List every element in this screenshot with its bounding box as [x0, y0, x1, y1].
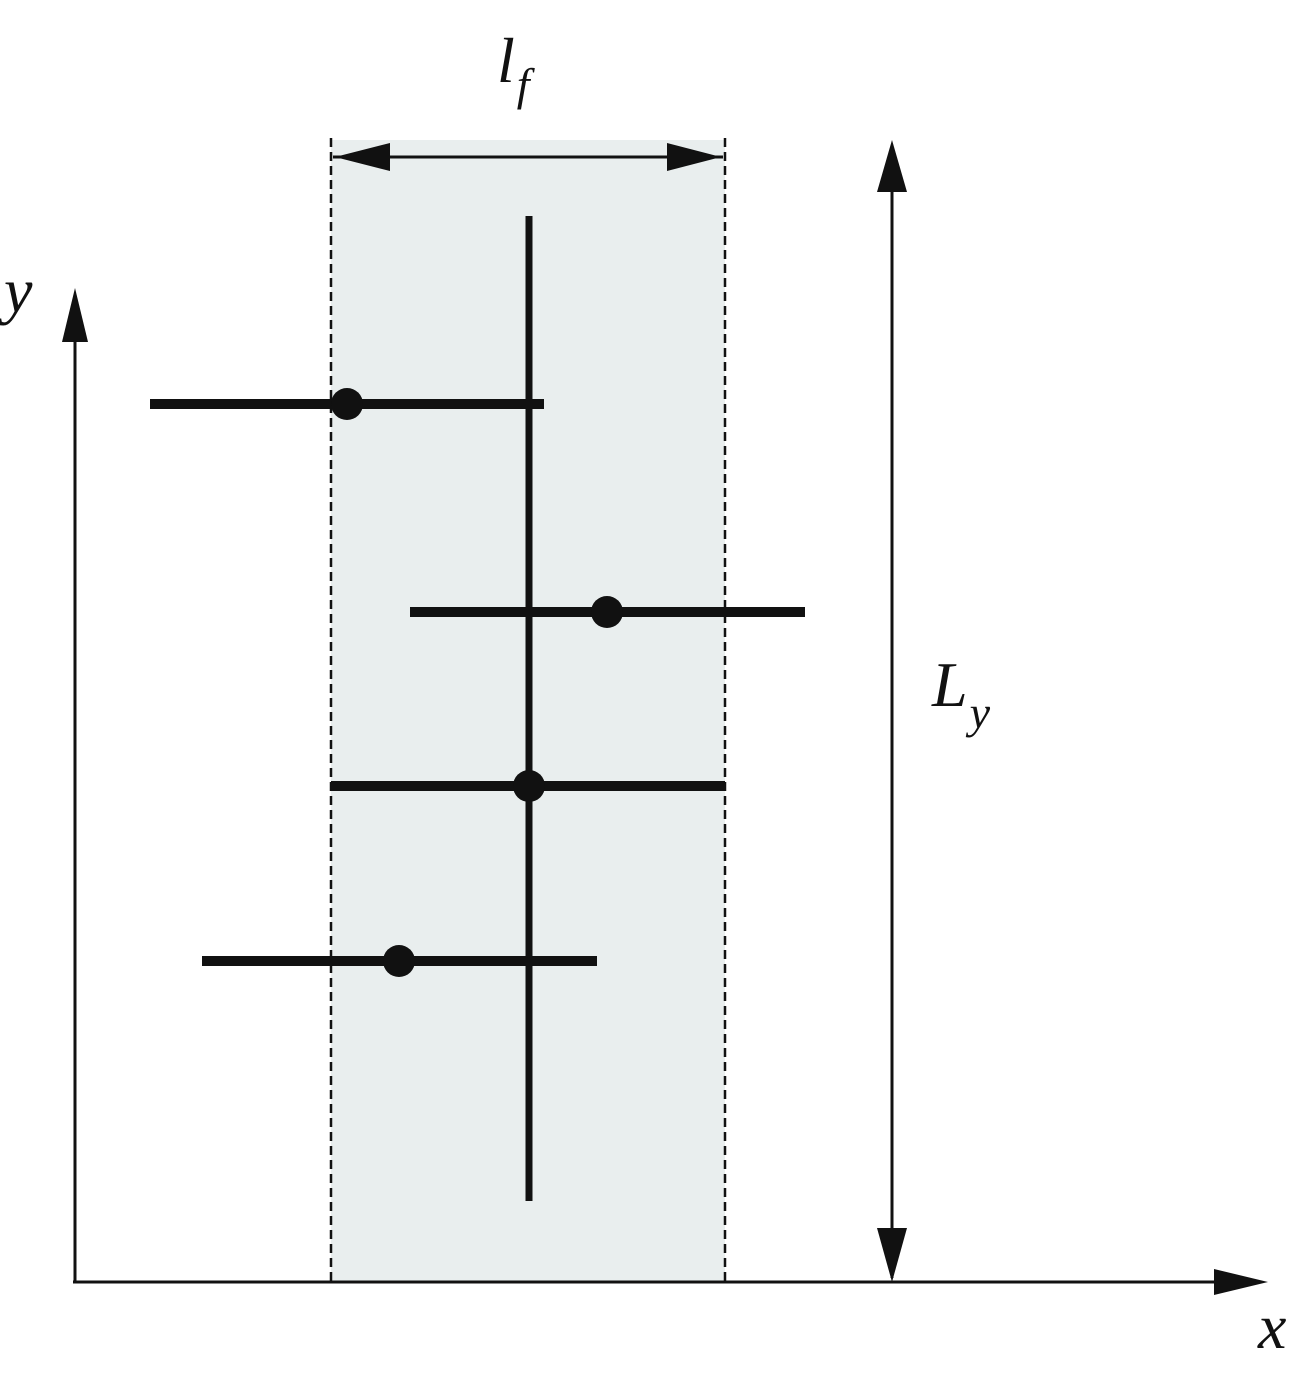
fiber-center-dot-2 — [591, 596, 623, 628]
y-axis-label: y — [0, 255, 33, 326]
y-axis-arrow-icon — [62, 288, 88, 342]
height-arrow-bottom-icon — [877, 1228, 907, 1282]
width-label: lf — [497, 25, 536, 110]
fiber-center-dot-1 — [331, 388, 363, 420]
width-arrow-right-icon — [667, 143, 721, 171]
width-arrow-left-icon — [335, 143, 390, 171]
fiber-center-dot-4 — [383, 945, 415, 977]
fiber-center-dot-3 — [513, 770, 545, 802]
height-arrow-top-icon — [877, 140, 907, 192]
height-label: Ly — [931, 649, 991, 738]
x-axis-arrow-icon — [1214, 1269, 1268, 1295]
x-axis-label: x — [1257, 1291, 1286, 1362]
